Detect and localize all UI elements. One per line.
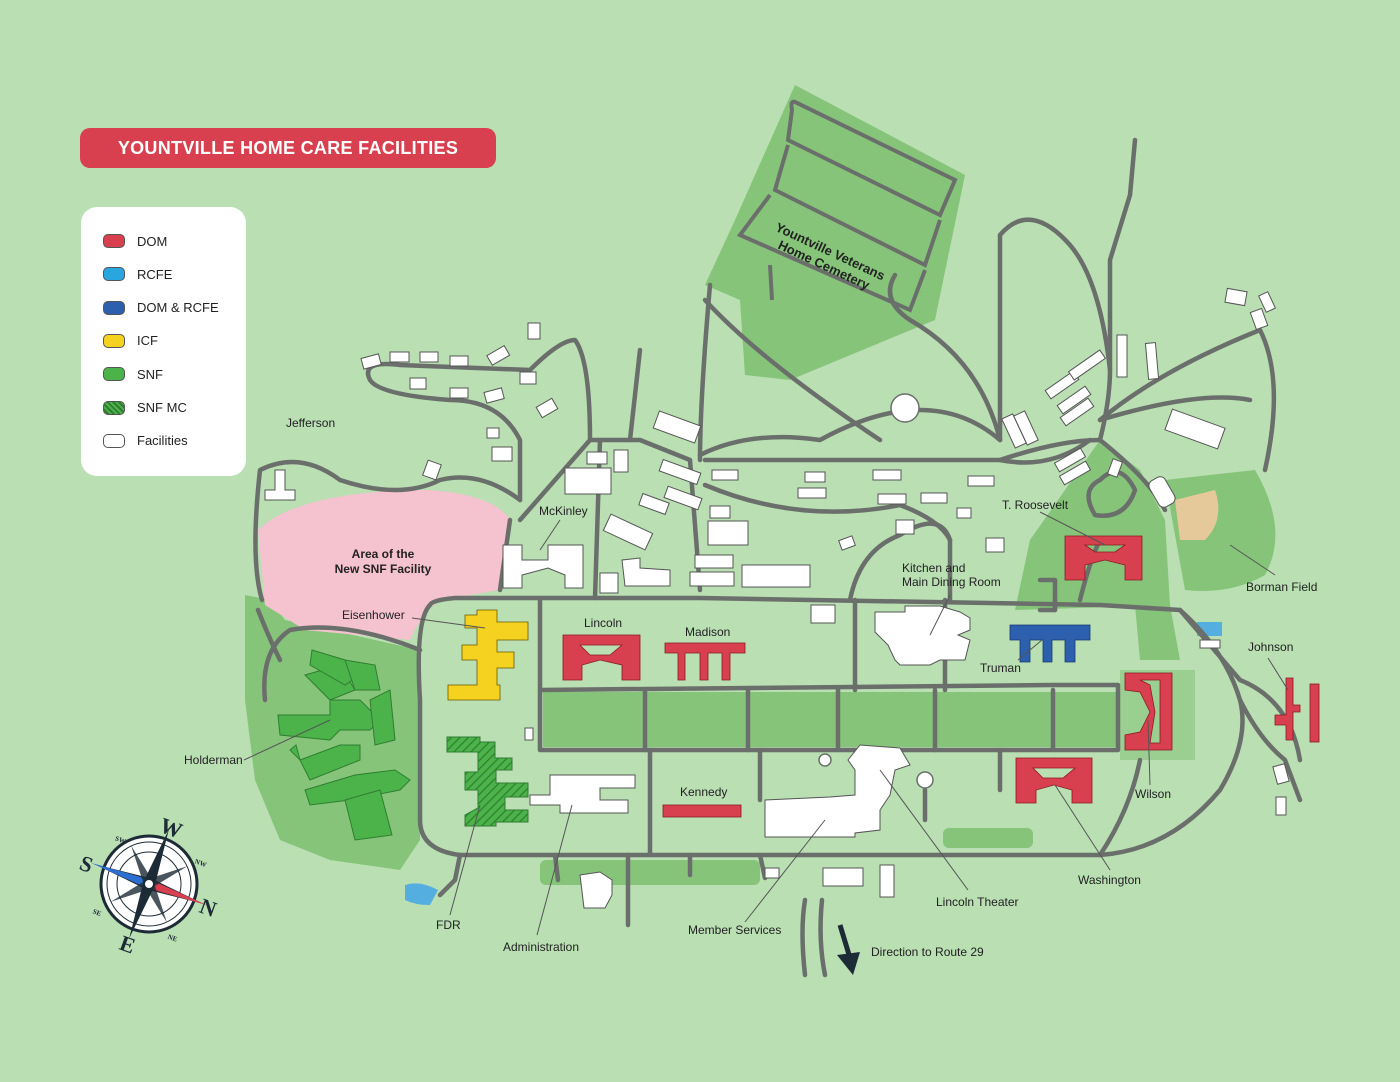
legend-item: ICF <box>103 332 158 350</box>
compass-s: E <box>116 930 138 959</box>
legend-label: Facilities <box>137 433 188 449</box>
label-new-snf: Area of the New SNF Facility <box>334 547 432 576</box>
legend-label: DOM & RCFE <box>137 300 219 316</box>
fdr-building <box>446 736 529 827</box>
legend-item: Facilities <box>103 432 188 450</box>
legend-swatch <box>103 367 125 382</box>
compass-rose <box>90 829 208 939</box>
label-lincoln: Lincoln <box>584 616 623 630</box>
legend-swatch <box>103 234 125 248</box>
label-t-roosevelt: T. Roosevelt <box>1002 498 1069 512</box>
label-kennedy: Kennedy <box>680 785 728 799</box>
label-eisenhower: Eisenhower <box>342 608 405 622</box>
pond <box>405 883 438 905</box>
legend-swatch <box>103 267 125 282</box>
label-route29: Direction to Route 29 <box>871 945 984 959</box>
label-borman-field: Borman Field <box>1246 580 1318 594</box>
eisenhower-building <box>447 609 529 701</box>
legend-item: RCFE <box>103 265 172 283</box>
legend-item: DOM & RCFE <box>103 299 219 317</box>
legend-swatch <box>103 333 125 348</box>
central-mall <box>543 692 1116 747</box>
label-administration: Administration <box>503 940 580 954</box>
facility-buildings <box>264 287 1290 909</box>
legend-item: SNF MC <box>103 399 187 417</box>
baseball-diamond <box>1175 490 1219 540</box>
new-snf-area <box>258 490 510 640</box>
truman-building <box>1009 624 1091 663</box>
legend-label: DOM <box>137 233 168 249</box>
label-member-services: Member Services <box>688 923 782 937</box>
map-title: YOUNTVILLE HOME CARE FACILITIES <box>80 128 496 168</box>
label-truman: Truman <box>980 661 1021 675</box>
legend-label: ICF <box>137 333 158 349</box>
legend-swatch <box>103 433 125 448</box>
water-tower <box>890 393 920 423</box>
label-fdr: FDR <box>436 918 461 932</box>
legend-swatch <box>103 300 125 315</box>
legend-item: SNF <box>103 365 163 383</box>
legend-label: RCFE <box>137 266 173 282</box>
label-kitchen: Kitchen and Main Dining Room <box>902 561 1001 589</box>
label-johnson: Johnson <box>1248 640 1294 654</box>
compass-e: N <box>196 893 220 922</box>
holderman-buildings <box>277 649 411 841</box>
svg-text:SW: SW <box>114 835 127 846</box>
label-mckinley: McKinley <box>539 504 588 518</box>
label-lincoln-theater: Lincoln Theater <box>936 895 1019 909</box>
legend-label: SNF MC <box>137 400 187 415</box>
cemetery-plots <box>736 99 958 313</box>
leader-lines <box>243 511 1289 936</box>
roosevelt-green-area <box>1015 440 1170 610</box>
label-jefferson: Jefferson <box>286 416 336 430</box>
svg-text:NE: NE <box>167 933 179 944</box>
legend: DOM RCFE DOM & RCFE ICF SNF SNF MC Facilities <box>81 207 246 476</box>
svg-text:NW: NW <box>194 857 208 869</box>
label-holderman: Holderman <box>184 753 243 767</box>
label-wilson: Wilson <box>1135 787 1172 801</box>
legend-item: DOM <box>103 232 167 250</box>
route29-arrow <box>837 924 860 975</box>
svg-text:SE: SE <box>92 907 103 918</box>
roads <box>253 137 1303 978</box>
legend-swatch <box>103 400 125 415</box>
dom-buildings <box>562 535 1320 818</box>
label-madison: Madison <box>685 625 731 639</box>
legend-label: SNF <box>137 366 163 382</box>
label-washington: Washington <box>1078 873 1141 887</box>
